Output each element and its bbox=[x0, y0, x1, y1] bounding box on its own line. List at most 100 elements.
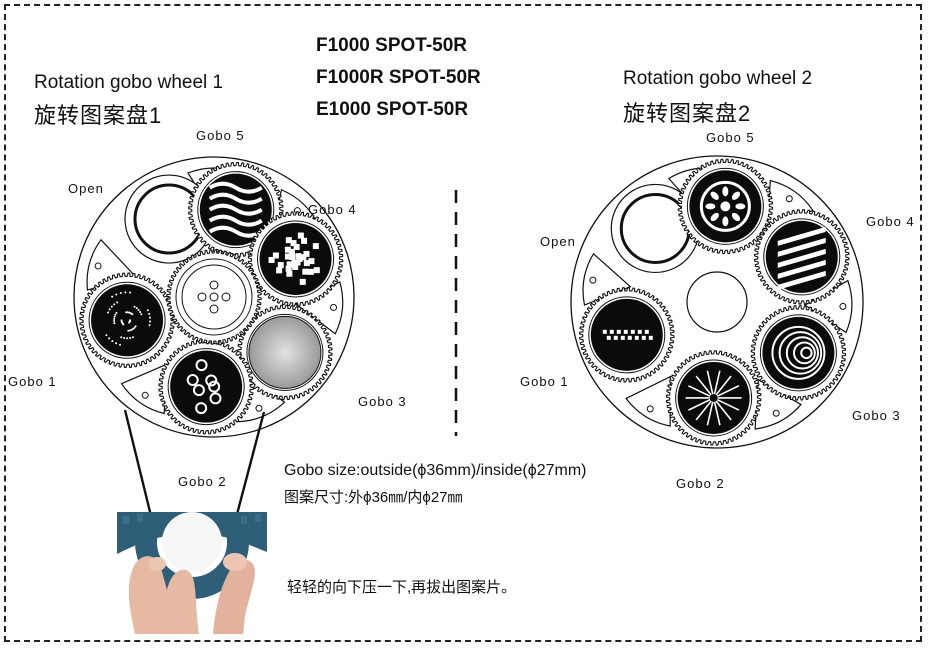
ray-line bbox=[712, 397, 721, 426]
gobo-waves bbox=[199, 173, 272, 246]
star-dot bbox=[119, 292, 122, 295]
concentric-ring bbox=[771, 325, 826, 380]
gobo-flower bbox=[689, 170, 762, 243]
pattern-square bbox=[284, 246, 291, 253]
spring-clip bbox=[803, 279, 853, 334]
spring-clip bbox=[294, 281, 344, 335]
swirl-curl bbox=[208, 380, 221, 393]
pattern-square bbox=[292, 263, 299, 270]
w1-label-gobo3: Gobo 3 bbox=[358, 394, 407, 409]
wheel2-title-en: Rotation gobo wheel 2 bbox=[623, 68, 813, 89]
pattern-square bbox=[301, 237, 308, 244]
ray-line bbox=[695, 397, 715, 421]
screw-hole bbox=[94, 262, 102, 270]
ray-line bbox=[713, 397, 732, 421]
w1-label-gobo4: Gobo 4 bbox=[308, 202, 357, 217]
star-dot bbox=[115, 311, 118, 314]
gobo-checker bbox=[590, 298, 663, 371]
pattern-square bbox=[307, 268, 314, 275]
checker-square bbox=[644, 329, 649, 334]
gobo-disc bbox=[170, 350, 243, 423]
concentric-ring bbox=[785, 336, 820, 370]
wave-stroke bbox=[208, 192, 263, 205]
spring-clip bbox=[120, 363, 168, 415]
pattern-square bbox=[285, 265, 292, 272]
star-dot bbox=[129, 337, 132, 340]
swirl-curl bbox=[192, 384, 205, 397]
pattern-square bbox=[272, 252, 279, 259]
w2-label-gobo3: Gobo 3 bbox=[852, 408, 901, 423]
flower-petal bbox=[735, 203, 746, 210]
checker-square bbox=[627, 335, 632, 340]
ray-line bbox=[706, 370, 715, 399]
star-dot bbox=[123, 337, 126, 340]
star-dot bbox=[130, 328, 133, 331]
checker-square bbox=[641, 335, 646, 340]
gear-inner-ring bbox=[686, 167, 764, 245]
pattern-square bbox=[276, 267, 283, 274]
screw-hole bbox=[330, 303, 338, 311]
gobo-fur bbox=[248, 315, 322, 389]
wheel1-diagram bbox=[73, 156, 355, 438]
checker-square bbox=[616, 329, 621, 334]
pattern-square bbox=[293, 244, 300, 251]
spring-clip bbox=[754, 378, 802, 430]
flower-petal bbox=[731, 212, 741, 222]
screw-hole bbox=[772, 409, 780, 417]
w1-label-gobo2: Gobo 2 bbox=[178, 474, 227, 489]
star-dot bbox=[120, 336, 123, 339]
ray-line bbox=[713, 384, 740, 399]
star-dot bbox=[107, 311, 110, 314]
w2-label-gobo5: Gobo 5 bbox=[706, 130, 755, 145]
pointer-line-left bbox=[123, 409, 154, 521]
fur-texture-gobo bbox=[248, 315, 322, 389]
star-dot bbox=[148, 312, 151, 315]
checker-square bbox=[637, 329, 642, 334]
star-dot bbox=[128, 321, 131, 324]
w2-label-open: Open bbox=[540, 234, 576, 249]
pattern-square bbox=[286, 261, 293, 268]
checker-square bbox=[620, 335, 625, 340]
center-bolt bbox=[209, 292, 219, 302]
diagonal-stripe bbox=[777, 226, 826, 246]
swirl-curl bbox=[195, 359, 208, 372]
concentric-ring bbox=[793, 341, 816, 365]
pattern-square bbox=[308, 258, 315, 265]
pattern-square bbox=[303, 250, 310, 257]
checker-square bbox=[630, 329, 635, 334]
pattern-square bbox=[289, 253, 296, 260]
spring-clip bbox=[582, 252, 632, 306]
dashed-border bbox=[4, 4, 922, 642]
gobo-disc bbox=[590, 298, 663, 371]
flower-petal bbox=[705, 203, 716, 210]
gobo-size-cn: 图案尺寸:外ϕ36㎜/内ϕ27㎜ bbox=[284, 489, 463, 506]
star-dot bbox=[124, 291, 127, 294]
star-dot bbox=[131, 313, 134, 316]
screw-hole bbox=[141, 391, 149, 399]
flower-center bbox=[720, 201, 731, 212]
screw-hole bbox=[589, 276, 597, 284]
flower-petal bbox=[722, 186, 729, 197]
w2-label-gobo1: Gobo 1 bbox=[520, 374, 569, 389]
wave-stroke bbox=[208, 181, 263, 194]
star-dot bbox=[113, 315, 116, 318]
center-bolt bbox=[209, 304, 219, 314]
star-dot bbox=[134, 325, 137, 328]
gear-inner-ring bbox=[88, 281, 166, 359]
swirl-curl bbox=[195, 402, 208, 415]
ray-line bbox=[713, 375, 732, 399]
flower-ring bbox=[699, 180, 751, 232]
diagonal-stripe bbox=[777, 237, 826, 257]
screw-hole bbox=[646, 405, 654, 413]
checker-square bbox=[609, 329, 614, 334]
pointer-line-right bbox=[234, 411, 266, 519]
w1-label-gobo5: Gobo 5 bbox=[196, 128, 245, 143]
model-name: E1000 SPOT-50R bbox=[316, 99, 469, 120]
star-dot bbox=[139, 311, 142, 314]
gear-inner-ring bbox=[675, 359, 753, 437]
pattern-square bbox=[286, 270, 293, 277]
star-dot bbox=[132, 327, 135, 330]
center-bolt bbox=[209, 280, 219, 290]
concentric-ring bbox=[800, 346, 813, 360]
